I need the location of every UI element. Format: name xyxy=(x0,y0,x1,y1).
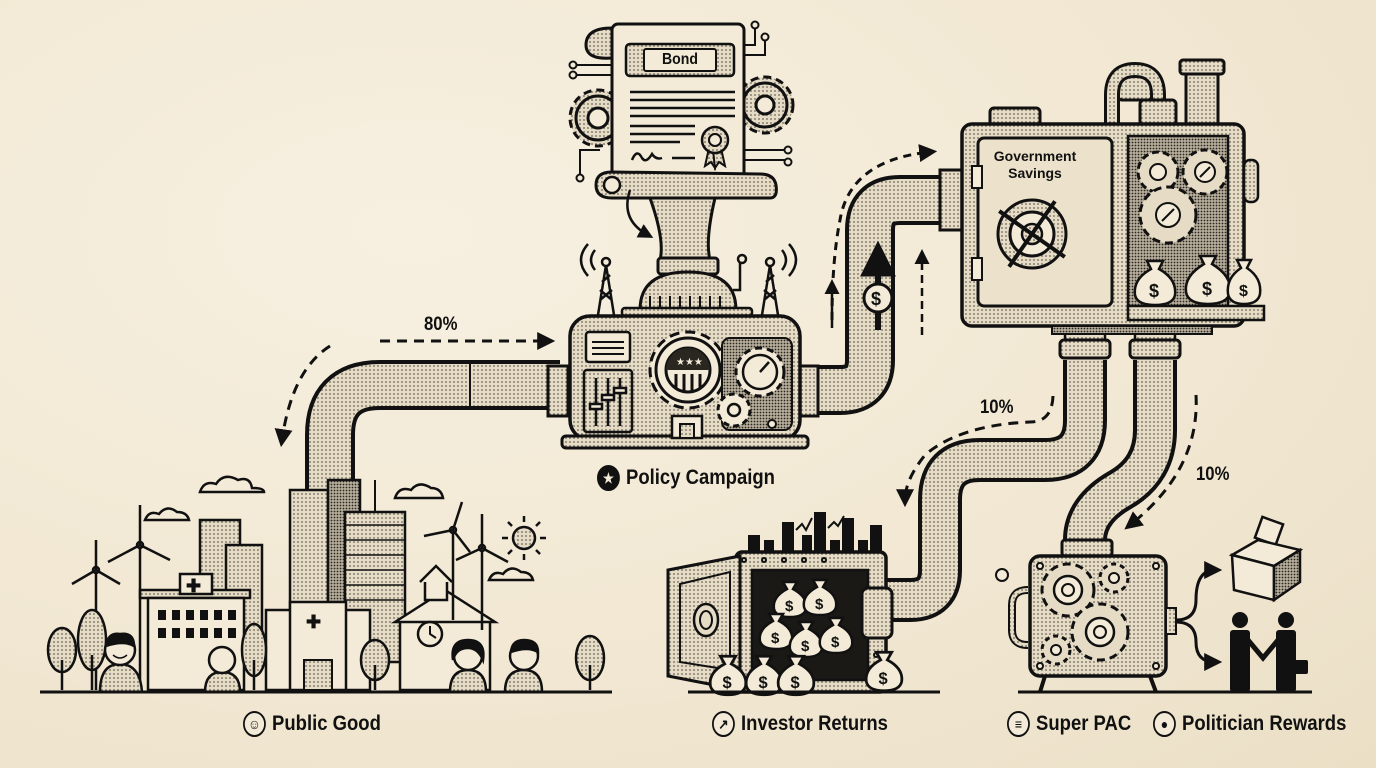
policy-campaign-machine: ★★★ xyxy=(546,243,820,450)
super-pac-label: Super PAC xyxy=(1036,712,1132,735)
flow-arrow-10-investor xyxy=(896,395,1055,508)
gear-icon: ★★★ xyxy=(648,330,728,410)
smiley-icon: ☺ xyxy=(243,711,266,737)
money-bag-icon: $ xyxy=(776,654,816,697)
handshake-icon xyxy=(1230,612,1308,692)
svg-text:$: $ xyxy=(1149,281,1159,301)
chart-growth-icon: ↗ xyxy=(712,711,735,737)
public-good-caption: ☺ Public Good xyxy=(243,711,381,737)
gear-icon xyxy=(716,392,752,428)
gear-icon xyxy=(1040,634,1072,666)
super-pac-machine xyxy=(995,515,1312,694)
svg-text:$: $ xyxy=(1202,279,1212,299)
gear-icon xyxy=(1181,148,1229,196)
flow-percent-superpac: 10% xyxy=(1196,464,1230,485)
gear-icon xyxy=(1070,602,1130,662)
investor-returns-label: Investor Returns xyxy=(741,712,888,735)
government-savings-line1: Government xyxy=(993,148,1077,164)
dollar-sign: $ xyxy=(791,674,800,692)
seal-ribbon-icon xyxy=(700,125,730,171)
super-pac-caption: ≡ Super PAC xyxy=(1007,711,1131,737)
ballot-box-icon xyxy=(1228,515,1304,603)
pipe-savings-to-superpac xyxy=(1063,360,1177,542)
wind-turbine-icon xyxy=(71,501,509,690)
pipe-policy-to-public-good xyxy=(305,360,560,520)
money-bag-icon: $ xyxy=(1226,258,1262,306)
pipe-savings-to-investor xyxy=(880,360,1107,622)
gear-icon xyxy=(1098,562,1130,594)
svg-text:$: $ xyxy=(871,289,881,309)
investor-returns-caption: ↗ Investor Returns xyxy=(712,711,888,737)
politician-rewards-label: Politician Rewards xyxy=(1182,712,1347,735)
ballot-icon: ≡ xyxy=(1007,711,1030,737)
money-bag-icon: $ xyxy=(708,654,748,697)
svg-text:$: $ xyxy=(1239,283,1248,300)
dollar-sign: $ xyxy=(815,596,824,613)
slider-control xyxy=(588,378,628,426)
dollar-sign: $ xyxy=(801,638,810,655)
split-arrow xyxy=(1175,561,1223,622)
public-good-label: Public Good xyxy=(272,712,381,735)
svg-text:✚: ✚ xyxy=(306,612,321,632)
investor-money-bags: $ $ $ $ $ $ $ $ $ xyxy=(708,578,904,697)
government-savings-label: Government Savings xyxy=(990,148,1080,182)
gear-icon xyxy=(1138,185,1198,245)
vault-wheel-icon xyxy=(996,198,1068,270)
flow-arrow-10-superpac xyxy=(1124,394,1198,530)
gauge-gear-icon xyxy=(734,346,786,398)
dollar-sign: $ xyxy=(879,670,888,688)
politician-rewards-caption: ● Politician Rewards xyxy=(1153,711,1346,737)
gear-icon xyxy=(1040,562,1096,618)
dollar-sign: $ xyxy=(771,630,780,647)
public-good-city: ✚ ✚ xyxy=(40,475,612,694)
svg-text:✚: ✚ xyxy=(186,576,201,596)
bond-document xyxy=(568,20,795,200)
funnel xyxy=(647,196,717,262)
bond-label: Bond xyxy=(662,51,698,68)
svg-text:★★★: ★★★ xyxy=(676,357,703,368)
antenna-icon xyxy=(579,243,616,316)
flow-percent-investor: 10% xyxy=(980,397,1014,418)
gear-icon xyxy=(1136,150,1180,194)
flow-arrow-to-public-good xyxy=(274,344,331,448)
policy-campaign-label: Policy Campaign xyxy=(626,466,775,489)
sun-icon xyxy=(502,516,546,560)
dollar-sign: $ xyxy=(723,674,732,692)
split-arrow xyxy=(1175,620,1223,671)
policy-campaign-caption: ★ Policy Campaign xyxy=(597,465,775,491)
antenna-icon xyxy=(760,243,798,316)
gear-icon xyxy=(735,75,795,135)
person-icon: ● xyxy=(1153,711,1176,737)
money-bag-icon: $ xyxy=(818,616,854,655)
money-bag-icon: $ xyxy=(802,578,838,617)
dollar-sign: $ xyxy=(831,634,840,651)
money-bag-icon: $ xyxy=(1184,254,1232,306)
flag-stars-icon: ★ xyxy=(597,465,620,491)
flow-percent-public-good: 80% xyxy=(424,314,458,335)
dollar-sign: $ xyxy=(785,598,794,615)
money-bag-icon: $ xyxy=(758,612,794,651)
tree-icon xyxy=(46,608,606,690)
stock-bars xyxy=(748,512,882,555)
person-icon xyxy=(98,632,544,693)
dollar-sign: $ xyxy=(759,674,768,692)
government-savings-line2: Savings xyxy=(1008,165,1062,181)
cloud-icon xyxy=(143,475,535,582)
government-savings-vault: $ $ $ xyxy=(938,58,1266,360)
money-flow-arrows: $ xyxy=(824,144,938,335)
